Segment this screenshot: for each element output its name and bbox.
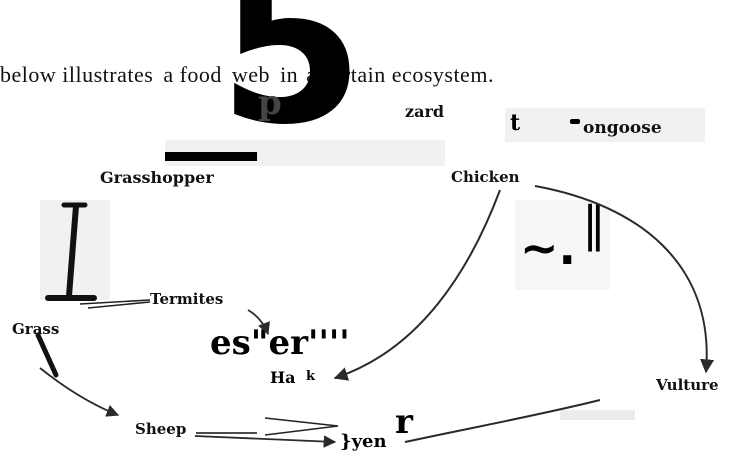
grass-stroke bbox=[35, 332, 59, 378]
scan-smudge bbox=[560, 410, 635, 420]
lizard-p-artifact: p bbox=[258, 83, 282, 123]
line-into-hyena bbox=[404, 399, 601, 443]
scan-smudge bbox=[515, 200, 610, 290]
caption-word-web: web bbox=[231, 62, 271, 87]
mongoose-dash bbox=[570, 119, 580, 124]
node-grasshopper: Grasshopper bbox=[100, 168, 214, 187]
mongoose-scribble: t bbox=[510, 110, 521, 136]
scribble-hawk: es"er'''' bbox=[210, 323, 350, 363]
arrow-sheep-hyena bbox=[194, 435, 337, 448]
node-sheep: Sheep bbox=[135, 420, 187, 438]
scribble-chevron bbox=[264, 417, 339, 436]
scribble-i-beam bbox=[45, 202, 97, 301]
caption-suffix: a certain ecosystem. bbox=[306, 62, 494, 87]
hawk-k-fragment: k bbox=[306, 369, 316, 384]
mongoose-label-fragment: ongoose bbox=[583, 118, 662, 138]
caption-prefix: below illustrates bbox=[0, 62, 154, 87]
arrow-grass-sheep bbox=[39, 367, 120, 417]
caption-word-a: a bbox=[163, 62, 174, 87]
grass-termites-line bbox=[87, 301, 151, 309]
scribble-bars: ‖ bbox=[582, 196, 606, 252]
node-termites: Termites bbox=[150, 290, 224, 308]
scribble-tilde: ~. bbox=[520, 221, 577, 275]
big-digit-artifact: 5 bbox=[218, 0, 365, 171]
arrow-chicken-hawk bbox=[333, 189, 501, 381]
caption-word-in: in bbox=[280, 62, 299, 87]
lizard-label-fragment: zard bbox=[405, 102, 445, 121]
node-vulture: Vulture bbox=[656, 376, 719, 394]
scribble-hyena: }yen bbox=[340, 431, 387, 452]
caption-word-food: food bbox=[179, 62, 222, 87]
arrow-chicken-vulture bbox=[534, 185, 715, 374]
hawk-label-fragment: Ha bbox=[270, 368, 296, 387]
node-grass: Grass bbox=[12, 320, 60, 338]
scribble-r: r bbox=[395, 402, 413, 442]
caption: below illustrates a food web in a certai… bbox=[0, 62, 494, 88]
grass-termites-line bbox=[79, 299, 151, 305]
node-chicken: Chicken bbox=[451, 168, 520, 186]
scan-smudge bbox=[505, 108, 705, 142]
arrow-termites-hawk bbox=[247, 309, 270, 336]
black-bar-artifact bbox=[165, 152, 257, 161]
